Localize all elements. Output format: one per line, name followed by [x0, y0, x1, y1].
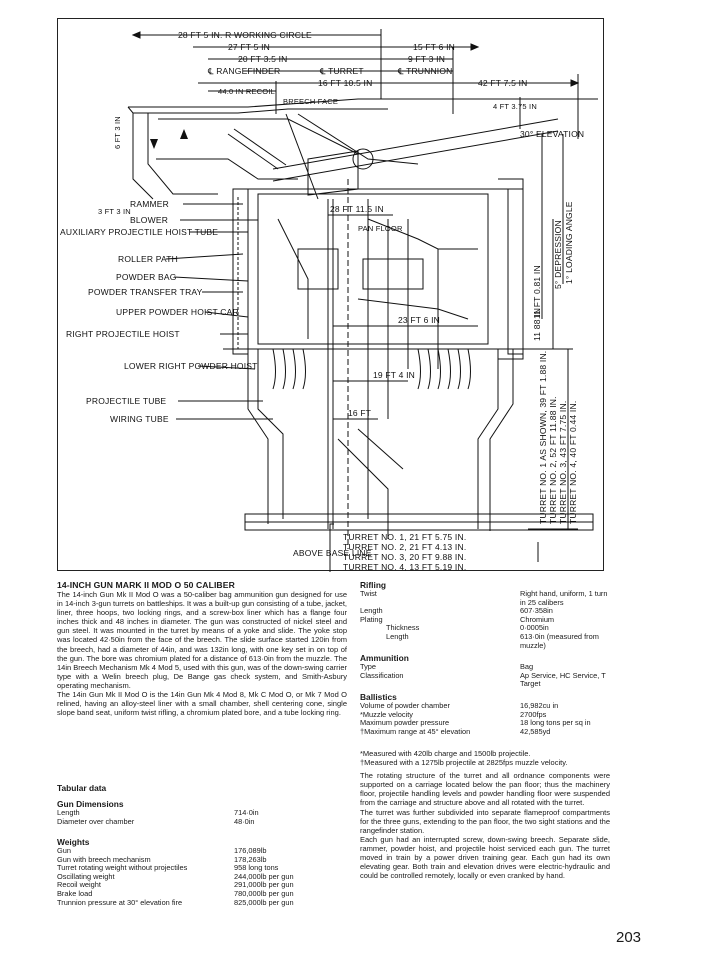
turret-right-2: TURRET NO. 2, 52 FT 11.88 IN.: [548, 396, 558, 524]
dim-4ft: 4 FT 3.75 IN: [493, 102, 537, 111]
label-blower: BLOWER: [130, 215, 168, 225]
turret-right-1: TURRET NO. 1 AS SHOWN, 39 FT 1.88 IN.: [538, 351, 548, 524]
dim-11ft: 11 FT 0.81 IN: [532, 265, 542, 319]
turret-drawing-svg: 28 FT 5 IN. R WORKING CIRCLE 27 FT 5 IN …: [60, 29, 598, 572]
right-paragraph-3: Each gun had an interrupted screw, down-…: [360, 834, 610, 881]
page-number: 203: [616, 929, 642, 946]
tabular-data-heading: Tabular data: [57, 783, 107, 793]
dim-9ft: 9 FT 3 IN: [408, 54, 445, 64]
dim-turret-centerline: ℄ TURRET: [319, 66, 364, 76]
dim-19ft: 19 FT 4 IN: [373, 370, 415, 380]
label-projectile-tube: PROJECTILE TUBE: [86, 396, 166, 406]
dim-23ft: 23 FT 6 IN: [398, 315, 440, 325]
rifling-heading: Rifling: [360, 580, 387, 590]
dim-trunnion: ℄ TRUNNION: [397, 66, 453, 76]
turret-height-4: TURRET NO. 4, 13 FT 5.19 IN.: [343, 562, 466, 572]
label-powder-transfer: POWDER TRANSFER TRAY: [88, 287, 203, 297]
dim-depression: 5° DEPRESSION: [553, 220, 563, 289]
right-paragraph-2: The turret was further subdivided into s…: [360, 807, 610, 835]
footnote-muzzle-velocity: *Measured with 420lb charge and 1500lb p…: [360, 749, 531, 758]
turret-right-3: TURRET NO. 3, 43 FT 7.75 IN.: [558, 401, 568, 524]
dim-20ft: 20 FT 3.5 IN: [238, 54, 288, 64]
turret-height-3: TURRET NO. 3, 20 FT 9.88 IN.: [343, 552, 466, 562]
table-row: Turret rotating weight without projectil…: [57, 863, 279, 873]
article-left-column: 14-INCH GUN MARK II MOD O 50 CALIBER The…: [57, 580, 347, 717]
dim-1188: 11 88 IN: [532, 308, 542, 341]
label-right-projectile-hoist: RIGHT PROJECTILE HOIST: [66, 329, 180, 339]
article-paragraph-1: The 14-inch Gun Mk II Mod O was a 50-cal…: [57, 590, 347, 690]
dim-working-circle: 28 FT 5 IN. R WORKING CIRCLE: [178, 30, 312, 40]
dim-27ft: 27 FT 5 IN: [228, 42, 270, 52]
dim-elevation: 30° ELEVATION: [520, 129, 584, 139]
footnote-max-range: †Measured with a 1275lb projectile at 28…: [360, 758, 568, 768]
label-lower-right-powder-hoist: LOWER RIGHT POWDER HOIST: [124, 361, 258, 371]
right-paragraph-1: The rotating structure of the turret and…: [360, 771, 610, 808]
label-aux-hoist: AUXILIARY PROJECTILE HOIST TUBE: [60, 227, 218, 237]
turret-height-2: TURRET NO. 2, 21 FT 4.13 IN.: [343, 542, 466, 552]
ammunition-heading: Ammunition: [360, 653, 409, 664]
turret-cross-section-drawing: 28 FT 5 IN. R WORKING CIRCLE 27 FT 5 IN …: [57, 18, 604, 572]
gun-dimensions-heading: Gun Dimensions: [57, 799, 124, 809]
dim-15ft: 15 FT 6 IN: [413, 42, 455, 52]
dim-16ft: 16 FT 10.5 IN: [318, 78, 372, 88]
label-rammer: RAMMER: [130, 199, 169, 209]
dim-breech-face: BREECH FACE: [283, 97, 338, 106]
dim-42ft: 42 FT 7.5 IN: [478, 78, 528, 88]
dim-6ft: 6 FT 3 IN: [113, 116, 122, 149]
dim-rangefinder: ℄ RANGEFINDER: [207, 66, 280, 76]
label-wiring-tube: WIRING TUBE: [110, 414, 169, 424]
label-upper-powder-hoist: UPPER POWDER HOIST CAR: [116, 307, 239, 317]
label-roller-path: ROLLER PATH: [118, 254, 178, 264]
label-above-base-line: ABOVE BASE LINE: [293, 548, 372, 558]
dim-recoil: 44.0 IN RECOIL: [218, 87, 275, 96]
turret-height-1: TURRET NO. 1, 21 FT 5.75 IN.: [343, 532, 466, 542]
ballistics-heading: Ballistics: [360, 691, 397, 702]
right-column-text: *Measured with 420lb charge and 1500lb p…: [360, 749, 610, 880]
turret-right-4: TURRET NO. 4, 40 FT 0.44 IN.: [568, 401, 578, 524]
article-title: 14-INCH GUN MARK II MOD O 50 CALIBER: [57, 580, 235, 590]
dim-pan-floor: PAN FLOOR: [358, 224, 403, 233]
dim-16ft-lower: 16 FT: [348, 408, 371, 418]
label-powder-bag: POWDER BAG: [116, 272, 177, 282]
dim-28ft: 28 FT 11.5 IN: [330, 204, 384, 214]
dim-3ft: 3 FT 3 IN: [98, 207, 131, 216]
article-paragraph-2: The 14in Gun Mk II Mod O is the 14in Gun…: [57, 690, 347, 718]
dim-loading-angle: 1° LOADING ANGLE: [564, 201, 574, 284]
weights-heading: Weights: [57, 837, 90, 847]
